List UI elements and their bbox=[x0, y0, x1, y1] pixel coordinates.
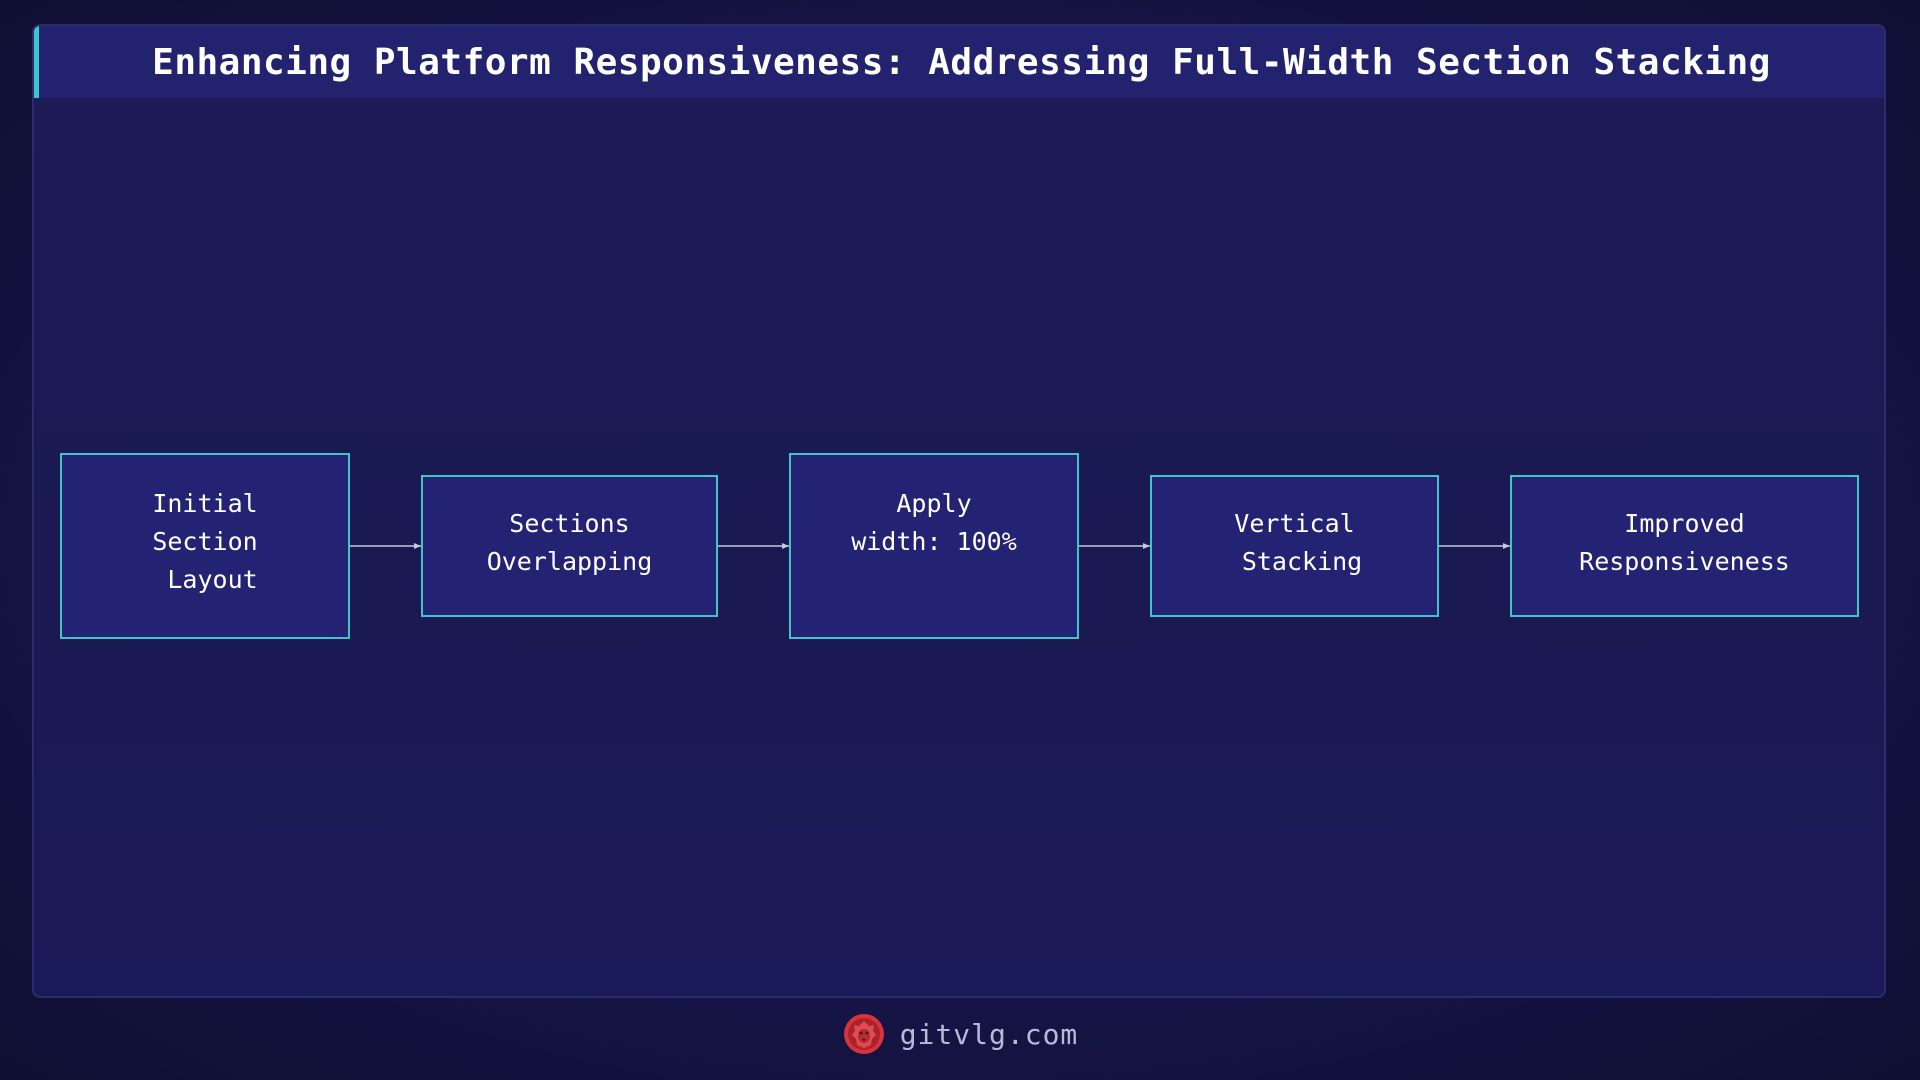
footer-domain: gitvlg.com bbox=[899, 1017, 1079, 1051]
flow-node-improved-responsiveness: Improved Responsiveness bbox=[1510, 475, 1859, 617]
page-title: Enhancing Platform Responsiveness: Addre… bbox=[152, 41, 1771, 83]
title-bar: Enhancing Platform Responsiveness: Addre… bbox=[34, 26, 1884, 98]
node-label: Improved Responsiveness bbox=[1579, 509, 1790, 576]
flow-node-vertical-stacking: Vertical Stacking bbox=[1150, 475, 1439, 617]
node-label: Apply width: 100% bbox=[851, 489, 1017, 556]
flow-node-initial-section-layout: Initial Section Layout bbox=[60, 453, 350, 639]
lion-head-icon bbox=[842, 1012, 886, 1056]
node-label: Initial Section Layout bbox=[152, 489, 258, 594]
flow-node-sections-overlapping: Sections Overlapping bbox=[421, 475, 718, 617]
node-label: Sections Overlapping bbox=[486, 509, 653, 576]
flow-node-apply-width: Apply width: 100% bbox=[789, 453, 1079, 639]
node-label: Vertical Stacking bbox=[1234, 509, 1363, 576]
footer: gitvlg.com bbox=[0, 1012, 1920, 1056]
